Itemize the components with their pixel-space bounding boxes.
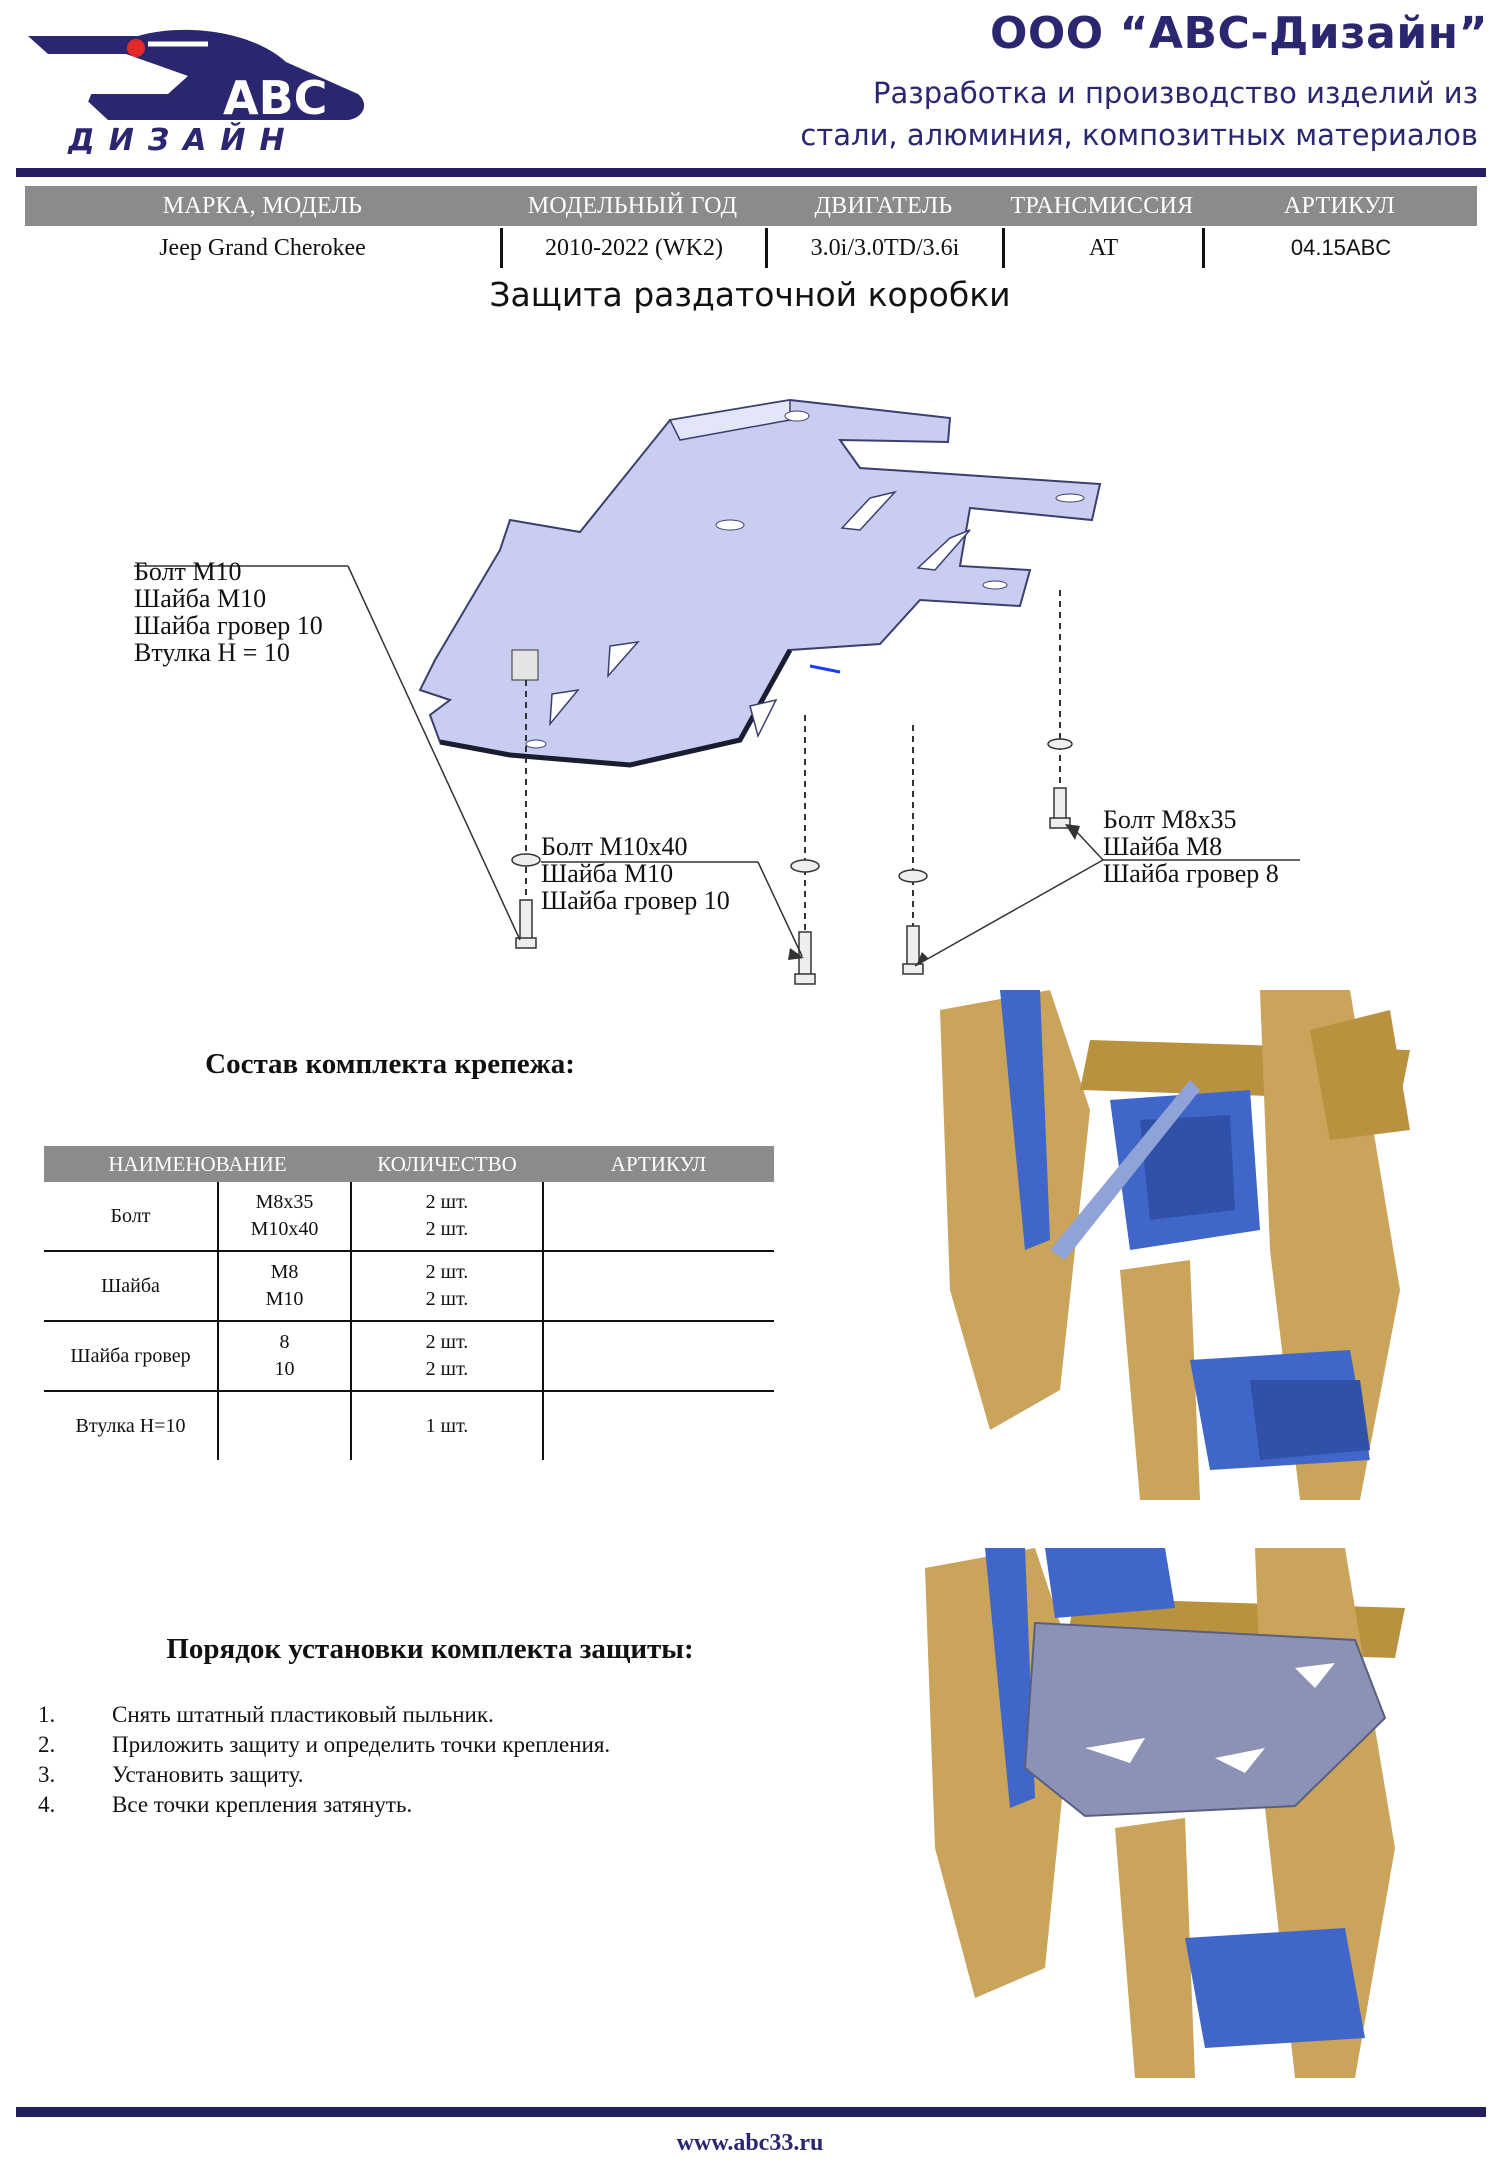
- spec-value-transmission: AT: [1002, 228, 1202, 268]
- step-text: Все точки крепления затянуть.: [112, 1792, 413, 1817]
- document-title: Защита раздаточной коробки: [489, 275, 1011, 314]
- step-text: Приложить защиту и определить точки креп…: [112, 1732, 611, 1757]
- list-item: 1. Снять штатный пластиковый пыльник.: [38, 1702, 610, 1732]
- callout-line: Шайба М8: [1103, 832, 1223, 861]
- size-value: 8: [279, 1331, 290, 1353]
- qty-value: 2 шт.: [425, 1218, 469, 1240]
- scan-render-before: [930, 990, 1430, 1500]
- spec-header-article: АРТИКУЛ: [1283, 193, 1396, 219]
- list-item: 2. Приложить защиту и определить точки кр…: [38, 1732, 610, 1762]
- kit-header-quantity: КОЛИЧЕСТВО: [351, 1146, 543, 1182]
- spec-table-header: МАРКА, МОДЕЛЬ МОДЕЛЬНЫЙ ГОД ДВИГАТЕЛЬ ТР…: [25, 186, 1477, 226]
- bolt: [519, 899, 533, 941]
- table-row: Втулка Н=10 1 шт.: [44, 1391, 774, 1460]
- scan-render-installed: [915, 1548, 1433, 2078]
- spec-value-article: 04.15ABC: [1202, 228, 1477, 268]
- callout-line: Втулка Н = 10: [134, 638, 290, 667]
- svg-text:ABC: ABC: [223, 71, 327, 125]
- qty-value: 2 шт.: [425, 1331, 469, 1353]
- washer: [790, 859, 820, 873]
- header-divider: [16, 168, 1486, 177]
- bushing: [511, 649, 539, 681]
- kit-header-name: НАИМЕНОВАНИЕ: [44, 1146, 351, 1182]
- kit-header-article: АРТИКУЛ: [543, 1146, 774, 1182]
- size-value: М10: [265, 1288, 304, 1310]
- washer: [1047, 738, 1073, 750]
- size-value: 10: [274, 1358, 295, 1380]
- fastener-kit-table: НАИМЕНОВАНИЕ КОЛИЧЕСТВО АРТИКУЛ Болт М8х…: [44, 1146, 774, 1460]
- company-name: ООО “АВС-Дизайн”: [989, 8, 1488, 59]
- step-text: Снять штатный пластиковый пыльник.: [112, 1702, 494, 1727]
- kit-item-qty: 1 шт.: [350, 1391, 543, 1460]
- kit-item-name: Шайба: [44, 1251, 218, 1322]
- bolt: [906, 925, 920, 967]
- kit-item-qty: 2 шт. 2 шт.: [350, 1251, 543, 1322]
- callout-line: Шайба М10: [541, 859, 674, 888]
- skid-plate-drawing: [134, 398, 1300, 985]
- tagline-line-2: стали, алюминия, композитных материалов: [800, 118, 1478, 152]
- kit-item-qty: 2 шт. 2 шт.: [350, 1182, 543, 1252]
- callout-line: Шайба гровер 10: [134, 611, 323, 640]
- callout-line: Шайба гровер 8: [1103, 859, 1279, 888]
- tagline-line-1: Разработка и производство изделий из: [873, 76, 1478, 110]
- callout-right-fasteners: Болт М8х35 Шайба М8 Шайба гровер 8: [1103, 806, 1279, 887]
- callout-center-fasteners: Болт М10х40 Шайба М10 Шайба гровер 10: [541, 833, 730, 914]
- kit-table-header: НАИМЕНОВАНИЕ КОЛИЧЕСТВО АРТИКУЛ: [44, 1146, 774, 1182]
- spec-header-model: МАРКА, МОДЕЛЬ: [162, 193, 363, 219]
- washer: [511, 853, 541, 867]
- step-text: Установить защиту.: [112, 1762, 304, 1787]
- spec-header-engine: ДВИГАТЕЛЬ: [814, 193, 953, 219]
- kit-title: Состав комплекта крепежа:: [205, 1048, 575, 1080]
- step-number: 3.: [38, 1762, 56, 1787]
- svg-text:ДИЗАЙН: ДИЗАЙН: [67, 122, 299, 154]
- list-item: 3. Установить защиту.: [38, 1762, 610, 1792]
- callout-left-fasteners: Болт М10 Шайба М10 Шайба гровер 10 Втулк…: [134, 558, 323, 666]
- kit-item-name: Втулка Н=10: [75, 1414, 186, 1437]
- company-tagline: Разработка и производство изделий из ста…: [800, 72, 1478, 156]
- step-number: 4.: [38, 1792, 56, 1817]
- step-number: 1.: [38, 1702, 56, 1727]
- install-title: Порядок установки комплекта защиты:: [166, 1633, 694, 1665]
- spec-table-row: Jeep Grand Cherokee 2010-2022 (WK2) 3.0i…: [25, 228, 1477, 268]
- kit-item-name: Шайба гровер: [44, 1321, 218, 1392]
- kit-item-name: Болт: [44, 1182, 218, 1252]
- size-value: М10х40: [250, 1218, 319, 1240]
- list-item: 4. Все точки крепления затянуть.: [38, 1792, 610, 1822]
- spec-header-transmission: ТРАНСМИССИЯ: [1010, 193, 1194, 219]
- qty-value: 2 шт.: [425, 1261, 469, 1283]
- callout-line: Болт М10х40: [541, 832, 688, 861]
- footer-divider: [16, 2107, 1486, 2117]
- qty-value: 2 шт.: [425, 1288, 469, 1310]
- kit-item-qty: 2 шт. 2 шт.: [350, 1321, 543, 1392]
- website-link[interactable]: www.abc33.ru: [676, 2130, 824, 2156]
- callout-line: Болт М10: [134, 557, 242, 586]
- callout-line: Болт М8х35: [1103, 805, 1237, 834]
- kit-item-article: [542, 1251, 774, 1322]
- kit-item-article: [542, 1182, 774, 1252]
- kit-item-size: [217, 1391, 351, 1460]
- install-steps-list: 1. Снять штатный пластиковый пыльник. 2. П…: [38, 1702, 610, 1822]
- callout-line: Шайба гровер 10: [541, 886, 730, 915]
- spec-value-engine: 3.0i/3.0TD/3.6i: [765, 228, 1002, 268]
- qty-value: 2 шт.: [425, 1191, 469, 1213]
- spec-value-model: Jeep Grand Cherokee: [159, 235, 366, 261]
- spec-header-year: МОДЕЛЬНЫЙ ГОД: [527, 193, 738, 219]
- installed-skid-plate: [1023, 1621, 1387, 1818]
- step-number: 2.: [38, 1732, 56, 1757]
- size-value: М8: [270, 1261, 299, 1283]
- qty-value: 2 шт.: [425, 1358, 469, 1380]
- kit-item-article: [542, 1321, 774, 1392]
- kit-item-article: [542, 1391, 774, 1460]
- company-logo: ABC ДИЗАЙН: [28, 29, 365, 154]
- size-value: М8х35: [255, 1191, 314, 1213]
- spec-value-year: 2010-2022 (WK2): [500, 228, 765, 268]
- washer: [898, 869, 928, 883]
- callout-line: Шайба М10: [134, 584, 267, 613]
